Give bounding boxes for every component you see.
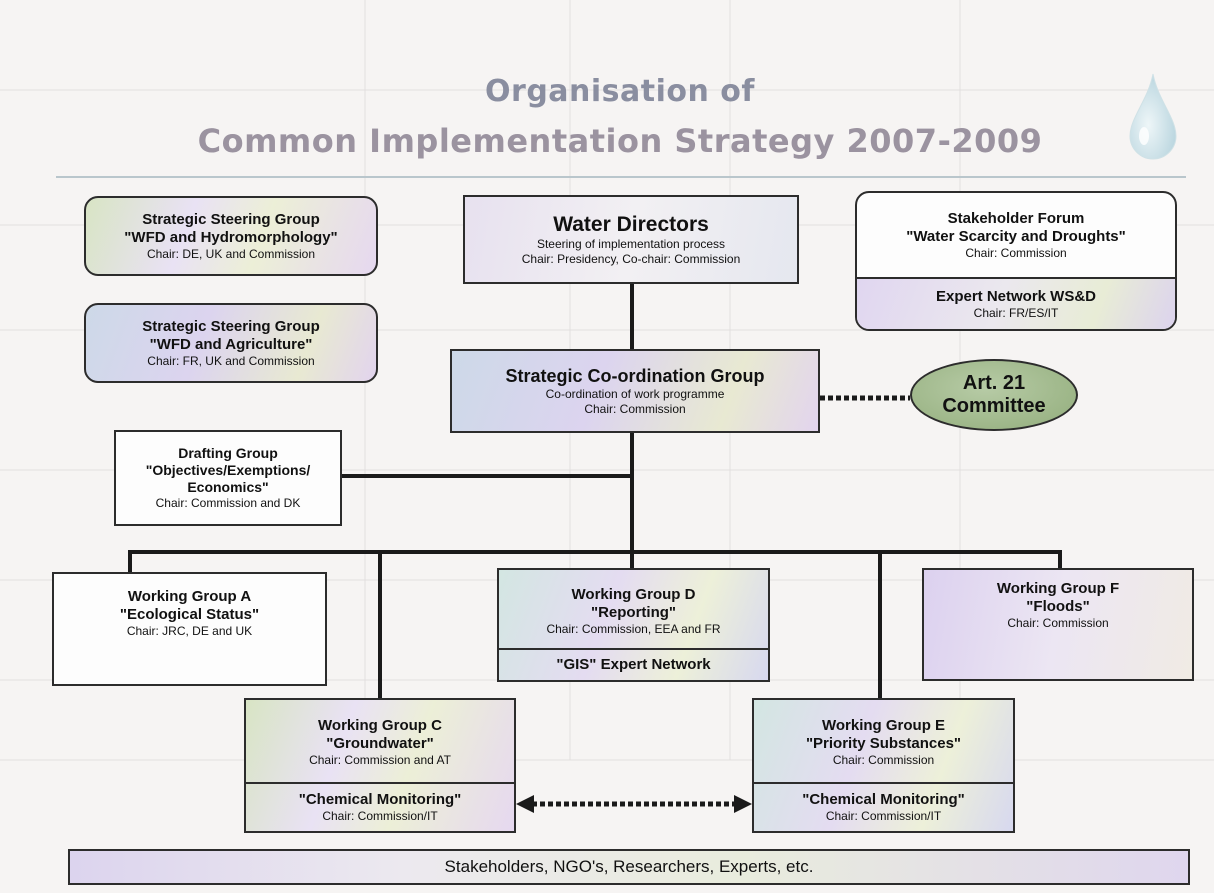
ssg-hydro-title: Strategic Steering Group	[142, 210, 320, 228]
wg-d-chair: Chair: Commission, EEA and FR	[546, 621, 721, 636]
wg-c-subtitle: "Groundwater"	[326, 734, 434, 752]
wg-d-subtitle: "Reporting"	[590, 603, 677, 621]
art21-committee-ellipse: Art. 21 Committee	[910, 359, 1078, 431]
stakeholders-footer-text: Stakeholders, NGO's, Researchers, Expert…	[444, 857, 814, 876]
wg-e-subtitle: "Priority Substances"	[805, 734, 962, 752]
wg-a-chair: Chair: JRC, DE and UK	[126, 624, 253, 638]
drafting-group-box: Drafting Group "Objectives/Exemptions/ E…	[114, 430, 342, 526]
wg-c-title: Working Group C	[318, 716, 442, 734]
title-line-2: Common Implementation Strategy 2007-2009	[197, 122, 1043, 160]
wg-c-chemical-monitoring: "Chemical Monitoring" Chair: Commission/…	[246, 782, 514, 831]
gis-expert-network-title: "GIS" Expert Network	[556, 656, 711, 673]
scg-title: Strategic Co-ordination Group	[505, 366, 765, 386]
working-group-e-box: Working Group E "Priority Substances" Ch…	[752, 698, 1015, 833]
ssg-hydro-chair: Chair: DE, UK and Commission	[146, 246, 316, 261]
scg-line1: Co-ordination of work programme	[545, 387, 725, 401]
ssg-agri-title: Strategic Steering Group	[142, 317, 320, 335]
art21-line1: Art. 21	[962, 372, 1026, 394]
gis-expert-network: "GIS" Expert Network	[499, 648, 768, 680]
stakeholder-forum-subtitle: "Water Scarcity and Droughts"	[906, 227, 1126, 245]
drafting-chair: Chair: Commission and DK	[155, 496, 301, 510]
water-directors-box: Water Directors Steering of implementati…	[463, 195, 799, 284]
wg-f-chair: Chair: Commission	[1007, 616, 1109, 630]
wg-e-chem-chair: Chair: Commission/IT	[825, 809, 942, 823]
wg-a-subtitle: "Ecological Status"	[119, 606, 260, 623]
water-directors-line1: Steering of implementation process	[536, 237, 726, 251]
drafting-title: Drafting Group	[178, 445, 278, 461]
ssg-agri-subtitle: "WFD and Agriculture"	[149, 335, 313, 353]
art21-line2: Committee	[942, 395, 1046, 417]
ssg-hydromorphology-box: Strategic Steering Group "WFD and Hydrom…	[84, 196, 378, 276]
title-divider	[56, 176, 1186, 178]
water-directors-title: Water Directors	[553, 213, 709, 236]
drafting-line2: Economics"	[187, 479, 269, 495]
stakeholders-footer-box: Stakeholders, NGO's, Researchers, Expert…	[68, 849, 1190, 885]
ssg-agri-chair: Chair: FR, UK and Commission	[147, 353, 315, 368]
wg-c-chem-title: "Chemical Monitoring"	[298, 791, 462, 808]
wg-c-chem-chair: Chair: Commission/IT	[322, 809, 438, 823]
strategic-coordination-group-box: Strategic Co-ordination Group Co-ordinat…	[450, 349, 820, 433]
water-drop-icon	[1129, 73, 1177, 160]
stakeholder-forum-box: Stakeholder Forum "Water Scarcity and Dr…	[855, 191, 1177, 331]
ssg-agriculture-box: Strategic Steering Group "WFD and Agricu…	[84, 303, 378, 383]
wg-c-chair: Chair: Commission and AT	[309, 752, 451, 767]
expert-network-chair: Chair: FR/ES/IT	[973, 305, 1059, 320]
working-group-f-box: Working Group F "Floods" Chair: Commissi…	[922, 568, 1194, 681]
wg-f-title: Working Group F	[996, 580, 1120, 597]
scg-line2: Chair: Commission	[584, 402, 686, 416]
working-group-a-box: Working Group A "Ecological Status" Chai…	[52, 572, 327, 686]
working-group-d-box: Working Group D "Reporting" Chair: Commi…	[497, 568, 770, 682]
title-line-1: Organisation of	[485, 74, 755, 109]
ssg-hydro-subtitle: "WFD and Hydromorphology"	[124, 228, 338, 246]
wg-d-title: Working Group D	[571, 585, 696, 603]
water-directors-line2: Chair: Presidency, Co-chair: Commission	[521, 252, 741, 266]
stakeholder-forum-title: Stakeholder Forum	[947, 209, 1085, 227]
wg-f-subtitle: "Floods"	[1026, 598, 1090, 615]
wg-e-chair: Chair: Commission	[832, 752, 935, 767]
drafting-line1: "Objectives/Exemptions/	[145, 462, 311, 478]
expert-network-wsd: Expert Network WS&D Chair: FR/ES/IT	[857, 277, 1175, 329]
wg-e-title: Working Group E	[821, 716, 946, 734]
wg-a-title: Working Group A	[127, 588, 252, 605]
stakeholder-forum-chair: Chair: Commission	[965, 245, 1067, 260]
wg-e-chem-title: "Chemical Monitoring"	[802, 791, 965, 808]
working-group-c-box: Working Group C "Groundwater" Chair: Com…	[244, 698, 516, 833]
expert-network-title: Expert Network WS&D	[935, 287, 1097, 305]
wg-e-chemical-monitoring: "Chemical Monitoring" Chair: Commission/…	[754, 782, 1013, 831]
